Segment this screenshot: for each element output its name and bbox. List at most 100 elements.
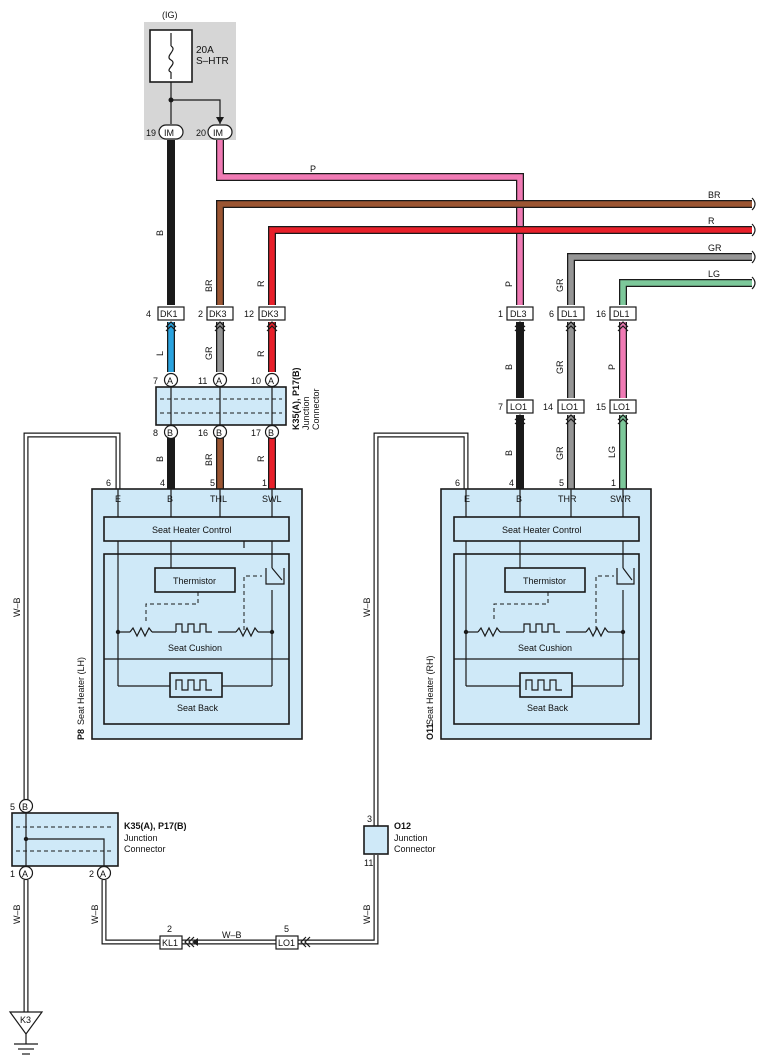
svg-text:5: 5 bbox=[210, 478, 215, 488]
svg-text:6: 6 bbox=[106, 478, 111, 488]
svg-text:O12: O12 bbox=[394, 821, 411, 831]
wire-lg-top bbox=[619, 279, 752, 305]
svg-text:W–B: W–B bbox=[90, 904, 100, 924]
svg-text:Connector: Connector bbox=[311, 388, 321, 430]
svg-text:BR: BR bbox=[204, 279, 214, 292]
svg-text:8: 8 bbox=[153, 428, 158, 438]
connector-dl1-a: DL1 6 bbox=[549, 306, 585, 321]
svg-text:THL: THL bbox=[210, 494, 227, 504]
svg-text:Seat Cushion: Seat Cushion bbox=[168, 643, 222, 653]
svg-text:6: 6 bbox=[455, 478, 460, 488]
svg-text:W–B: W–B bbox=[362, 597, 372, 617]
svg-text:DK3: DK3 bbox=[209, 309, 227, 319]
connector-dl1-b: DL1 16 bbox=[596, 306, 637, 321]
seat-heater-rh: E B THR SWR 6 4 5 1 Seat Heater Control … bbox=[425, 478, 652, 740]
wire-wb-o12 bbox=[298, 855, 379, 945]
svg-text:B: B bbox=[155, 230, 165, 236]
svg-text:LG: LG bbox=[708, 269, 720, 279]
wire-wb-a2 bbox=[101, 880, 160, 945]
svg-text:Connector: Connector bbox=[124, 844, 166, 854]
svg-text:Seat Heater (RH): Seat Heater (RH) bbox=[425, 655, 435, 725]
svg-text:Seat Back: Seat Back bbox=[177, 703, 219, 713]
svg-text:IM: IM bbox=[164, 128, 174, 138]
svg-text:GR: GR bbox=[708, 243, 722, 253]
svg-text:SWR: SWR bbox=[610, 494, 631, 504]
svg-text:17: 17 bbox=[251, 428, 261, 438]
svg-text:A: A bbox=[216, 376, 222, 386]
pin-20-im bbox=[207, 124, 233, 140]
svg-text:14: 14 bbox=[543, 402, 553, 412]
svg-text:Seat Heater Control: Seat Heater Control bbox=[502, 525, 582, 535]
svg-text:B: B bbox=[22, 802, 28, 812]
svg-text:1: 1 bbox=[498, 309, 503, 319]
arrow-icon bbox=[192, 938, 198, 946]
svg-text:DL1: DL1 bbox=[561, 309, 578, 319]
svg-text:L: L bbox=[155, 351, 165, 356]
svg-text:O11: O11 bbox=[425, 723, 435, 740]
svg-text:DK3: DK3 bbox=[261, 309, 279, 319]
svg-text:GR: GR bbox=[204, 346, 214, 360]
svg-text:LO1: LO1 bbox=[510, 402, 527, 412]
wire-br-top bbox=[216, 200, 752, 305]
connector-dk1: DK1 4 bbox=[146, 306, 185, 321]
svg-text:A: A bbox=[268, 376, 274, 386]
junction-connector-o12: 3 11 O12 Junction Connector bbox=[363, 814, 436, 868]
ig-label: (IG) bbox=[162, 10, 178, 20]
svg-text:B: B bbox=[516, 494, 522, 504]
svg-text:W–B: W–B bbox=[12, 904, 22, 924]
svg-text:7: 7 bbox=[498, 402, 503, 412]
svg-text:16: 16 bbox=[198, 428, 208, 438]
svg-text:19: 19 bbox=[146, 128, 156, 138]
fuse-rating: 20A bbox=[196, 45, 214, 56]
wire-wb-left bbox=[23, 432, 121, 800]
connector-dk3-a: DK3 2 bbox=[198, 306, 234, 321]
svg-text:A: A bbox=[100, 869, 106, 879]
svg-text:BR: BR bbox=[708, 190, 721, 200]
svg-text:GR: GR bbox=[555, 446, 565, 460]
svg-text:K3: K3 bbox=[20, 1015, 31, 1025]
wire-wb-right bbox=[373, 432, 469, 826]
connector-lo1-b: LO1 14 bbox=[543, 399, 585, 414]
svg-text:2: 2 bbox=[89, 869, 94, 879]
svg-text:DL1: DL1 bbox=[613, 309, 630, 319]
svg-text:P: P bbox=[504, 281, 514, 287]
svg-text:4: 4 bbox=[160, 478, 165, 488]
pin-19-im bbox=[158, 124, 184, 140]
svg-text:DK1: DK1 bbox=[160, 309, 178, 319]
connector-dl3: DL3 1 bbox=[498, 306, 534, 321]
svg-text:Thermistor: Thermistor bbox=[523, 576, 566, 586]
svg-text:7: 7 bbox=[153, 376, 158, 386]
svg-text:3: 3 bbox=[367, 814, 372, 824]
svg-text:P: P bbox=[607, 364, 617, 370]
svg-text:B: B bbox=[167, 428, 173, 438]
svg-text:Connector: Connector bbox=[394, 844, 436, 854]
wire-r-top bbox=[268, 226, 752, 305]
power-source: (IG) 20A S–HTR IM 19 IM 20 bbox=[144, 10, 236, 140]
svg-text:W–B: W–B bbox=[362, 904, 372, 924]
svg-text:B: B bbox=[155, 456, 165, 462]
svg-text:Junction: Junction bbox=[124, 833, 158, 843]
svg-text:Seat Back: Seat Back bbox=[527, 703, 569, 713]
svg-text:Seat Heater (LH): Seat Heater (LH) bbox=[76, 657, 86, 725]
svg-text:Junction: Junction bbox=[301, 396, 311, 430]
svg-text:2: 2 bbox=[198, 309, 203, 319]
svg-text:1: 1 bbox=[10, 869, 15, 879]
svg-text:LG: LG bbox=[607, 446, 617, 458]
svg-text:R: R bbox=[256, 455, 266, 462]
svg-text:E: E bbox=[464, 494, 470, 504]
svg-text:A: A bbox=[167, 376, 173, 386]
svg-text:20: 20 bbox=[196, 128, 206, 138]
lh-thermistor bbox=[154, 567, 236, 593]
svg-text:R: R bbox=[256, 350, 266, 357]
svg-text:DL3: DL3 bbox=[510, 309, 527, 319]
svg-text:B: B bbox=[268, 428, 274, 438]
connector-lo1-d: LO1 5 bbox=[275, 924, 311, 950]
svg-text:B: B bbox=[504, 364, 514, 370]
svg-text:A: A bbox=[22, 869, 28, 879]
connector-dk3-b: DK3 12 bbox=[244, 306, 286, 321]
svg-text:LO1: LO1 bbox=[278, 938, 295, 948]
wire-continuation-marks bbox=[751, 197, 756, 290]
connector-lo1-c: LO1 15 bbox=[596, 399, 637, 414]
svg-text:B: B bbox=[216, 428, 222, 438]
svg-text:P8: P8 bbox=[76, 729, 86, 740]
